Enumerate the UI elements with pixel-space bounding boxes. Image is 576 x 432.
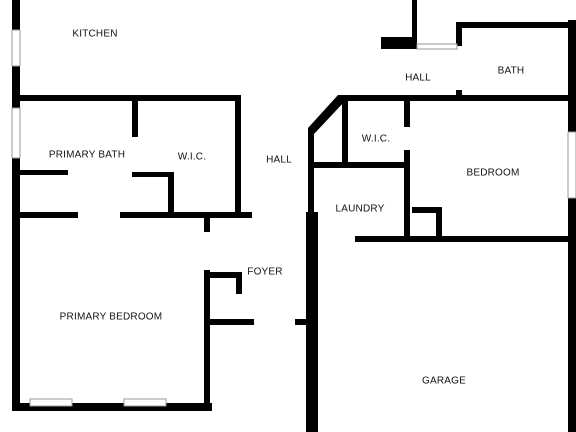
wall-primary-bath-top <box>12 95 240 101</box>
wall-closet-top <box>204 272 242 278</box>
window-bedroom-right <box>567 131 576 199</box>
label-hall-top: HALL <box>405 73 431 84</box>
wall-wic2-left <box>342 95 348 165</box>
label-kitchen: KITCHEN <box>72 29 117 40</box>
wall-bath-bottom-b <box>120 212 205 218</box>
wall-bath2-left-bottom <box>456 90 462 101</box>
wall-hall-right-a <box>308 128 314 168</box>
wall-chase-right <box>436 207 442 242</box>
wall-bottom-left <box>12 403 212 411</box>
label-foyer: FOYER <box>247 267 282 278</box>
label-primary-bath: PRIMARY BATH <box>49 150 125 161</box>
wall-bath-wic-divider <box>132 95 138 137</box>
label-bedroom: BEDROOM <box>466 168 519 179</box>
wall-wic-inner-v <box>168 172 174 214</box>
wall-wic2-right-top <box>404 95 410 127</box>
window-bedroom-bottom-a <box>29 398 73 407</box>
wall-bath2-left-top <box>456 22 462 46</box>
label-laundry: LAUNDRY <box>335 204 384 215</box>
room-labels: KITCHEN HALL BATH PRIMARY BATH W.I.C. HA… <box>49 29 525 387</box>
wall-laundry-top <box>308 162 408 168</box>
door-gap-hall-top <box>420 95 456 101</box>
label-primary-bedroom: PRIMARY BEDROOM <box>60 312 163 323</box>
wall-left-exterior <box>12 0 20 410</box>
wall-wic2-right-bottom <box>404 150 410 240</box>
wall-hall-bottom <box>200 212 252 218</box>
label-hall-center: HALL <box>266 155 292 166</box>
wall-foyer-bottom-a <box>204 319 254 325</box>
wall-garage-left <box>306 212 318 432</box>
label-garage: GARAGE <box>422 376 466 387</box>
wall-wic-inner <box>132 172 174 177</box>
wall-garage-top <box>355 236 570 242</box>
wall-laundry-left <box>308 162 314 242</box>
wall-bath-stub <box>20 170 68 175</box>
window-hall-top <box>416 43 458 50</box>
wall-top-block <box>381 37 417 49</box>
window-bath-left <box>11 107 21 159</box>
label-bath: BATH <box>498 66 525 77</box>
wall-foyer-left-top <box>204 212 210 232</box>
wall-chase-top <box>412 207 442 213</box>
wall-hall-angle <box>308 95 345 134</box>
wall-bath-bottom-a <box>12 212 78 218</box>
wall-foyer-left <box>204 270 210 410</box>
wall-foyer-bottom-b <box>295 319 315 325</box>
label-wic-right: W.I.C. <box>362 134 390 145</box>
wall-right-exterior <box>568 20 576 432</box>
wall-bath2-top <box>456 22 576 28</box>
windows <box>11 29 576 407</box>
window-kitchen-left <box>11 29 21 67</box>
wall-closet-right <box>236 272 242 294</box>
wall-top-vertical <box>412 0 417 40</box>
wall-wic-right <box>235 95 241 215</box>
window-bedroom-bottom-b <box>123 398 167 407</box>
walls <box>12 0 576 432</box>
label-wic-left: W.I.C. <box>178 152 206 163</box>
